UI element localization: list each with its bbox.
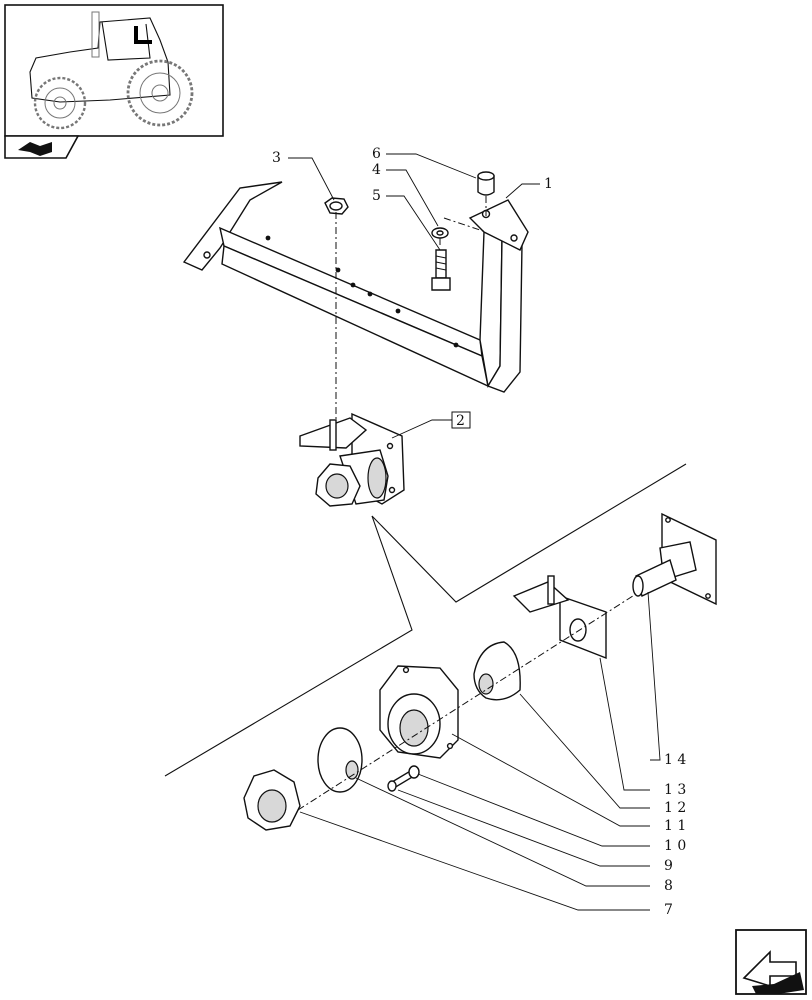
washer-part-10 bbox=[408, 765, 420, 779]
next-page-arrow-icon[interactable] bbox=[735, 929, 807, 995]
section-tab-icon[interactable] bbox=[4, 135, 80, 159]
callout-7: 7 bbox=[664, 902, 673, 918]
callout-14: 1 4 bbox=[664, 752, 686, 768]
callout-5: 5 bbox=[372, 188, 381, 204]
nut-part-3 bbox=[324, 197, 349, 215]
bracket-part-13 bbox=[512, 575, 607, 660]
bolt-part-5 bbox=[431, 249, 451, 291]
callout-2: 2 bbox=[456, 413, 465, 429]
callout-6: 6 bbox=[372, 146, 381, 162]
lamp-assembly-part-2 bbox=[299, 412, 405, 507]
screw-part-9 bbox=[387, 768, 415, 792]
callout-12: 1 2 bbox=[664, 800, 686, 816]
callout-1: 1 bbox=[544, 176, 553, 192]
callout-8: 8 bbox=[664, 878, 673, 894]
housing-part-11 bbox=[379, 665, 459, 759]
tractor-thumbnail-icon[interactable] bbox=[4, 4, 224, 137]
callout-13: 1 3 bbox=[664, 782, 686, 798]
callout-10: 1 0 bbox=[664, 838, 686, 854]
knob-part-7 bbox=[243, 769, 301, 831]
callout-2-box bbox=[451, 411, 471, 429]
callout-11: 1 1 bbox=[664, 818, 686, 834]
callout-9: 9 bbox=[664, 858, 673, 874]
callout-3: 3 bbox=[272, 150, 281, 166]
mounting-plate-part-14 bbox=[632, 512, 717, 606]
callout-4: 4 bbox=[372, 162, 381, 178]
washer-part-4 bbox=[431, 227, 449, 239]
bracket-part-1 bbox=[182, 181, 529, 393]
cover-part-8 bbox=[317, 727, 363, 793]
spacer-part-6 bbox=[477, 171, 495, 196]
lens-part-12 bbox=[473, 641, 521, 701]
